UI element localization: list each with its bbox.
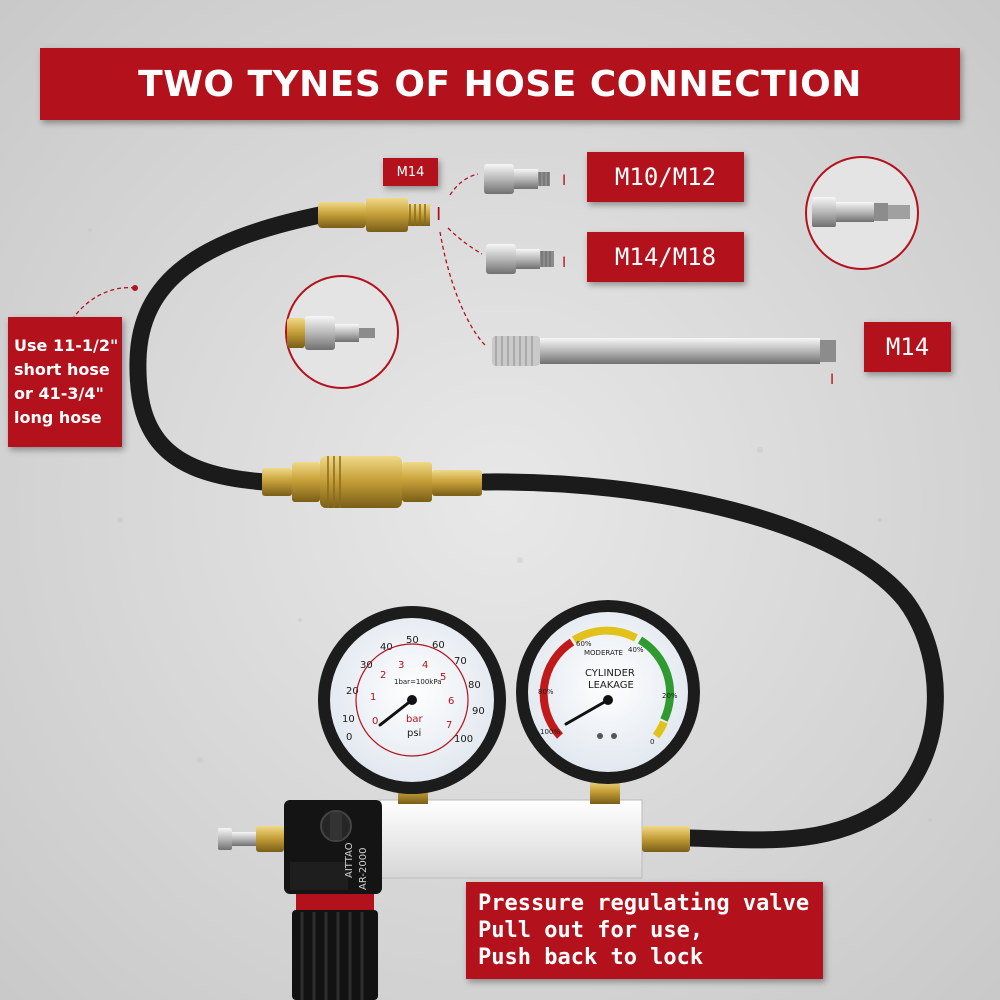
leakage-scale-60: 60%: [576, 640, 592, 648]
svg-text:I: I: [436, 204, 441, 225]
pressure-outer-scale-50: 50: [406, 635, 419, 646]
cylinder-leakage-gauge: MODERATE 100% 80% 60% 40% 20% 0 CYLINDER…: [516, 600, 700, 784]
leakage-caption-2: LEAKAGE: [588, 680, 634, 691]
valve-note-line-2: Pull out for use,: [478, 918, 704, 943]
pressure-inner-scale-7: 7: [446, 720, 452, 731]
pressure-outer-scale-70: 70: [454, 656, 467, 667]
leakage-scale-20: 20%: [662, 692, 678, 700]
air-inlet-plug: [218, 826, 284, 852]
pressure-outer-scale-60: 60: [432, 640, 445, 651]
regulator-brand: AITTAO: [344, 842, 355, 878]
pressure-gauge: 0 10 20 30 40 50 60 70 80 90 100 0 1 2 3…: [318, 606, 506, 794]
valve-note-line-1: Pressure regulating valve: [478, 891, 810, 916]
pressure-outer-scale-100: 100: [454, 734, 473, 745]
hose-note-line-3: or 41-3/4": [14, 384, 104, 403]
pressure-gauge-caption: 1bar=100kPa: [394, 678, 442, 686]
pressure-outer-scale-30: 30: [360, 660, 373, 671]
pressure-inner-scale-0: 0: [372, 716, 378, 727]
leakage-needle: [564, 698, 610, 726]
m10-m12-adapter: [484, 164, 550, 194]
leakage-zone-label: MODERATE: [584, 649, 623, 657]
quick-coupler: [262, 456, 482, 508]
leakage-gauge-stem: [590, 780, 620, 804]
leakage-scale-80: 80%: [538, 688, 554, 696]
leakage-caption-1: CYLINDER: [585, 668, 635, 679]
pressure-outer-scale-10: 10: [342, 714, 355, 725]
regulator-model: AR-2000: [358, 848, 369, 890]
pressure-inner-scale-3: 3: [398, 660, 404, 671]
hose-marker-dot: [132, 285, 138, 291]
pressure-inner-scale-4: 4: [422, 660, 428, 671]
m14-extension-rod: [492, 336, 836, 366]
hose-length-note: Use 11-1/2" short hose or 41-3/4" long h…: [8, 317, 122, 447]
pressure-inner-scale-2: 2: [380, 670, 386, 681]
hose-note-line-4: long hose: [14, 408, 102, 427]
valve-instruction-note: Pressure regulating valve Pull out for u…: [466, 882, 823, 979]
pressure-inner-scale-5: 5: [440, 672, 446, 683]
adapter-detail-circle: [805, 156, 919, 270]
pressure-needle: [378, 698, 414, 727]
gauge-manifold: [379, 799, 643, 879]
hose-note-line-1: Use 11-1/2": [14, 336, 119, 355]
svg-text:I: I: [562, 255, 566, 271]
pressure-regulator: AITTAO AR-2000: [284, 800, 382, 1000]
pressure-inner-scale-1: 1: [370, 692, 376, 703]
pressure-outer-scale-0: 0: [346, 732, 352, 743]
hose-note-line-2: short hose: [14, 360, 110, 379]
m14-fitting-label: M14: [383, 158, 438, 186]
leakage-scale-40: 40%: [628, 646, 644, 654]
m10-m12-label: M10/M12: [587, 152, 744, 202]
pressure-unit-psi: psi: [407, 728, 421, 739]
svg-text:I: I: [562, 173, 566, 189]
leakage-scale-100: 100%: [540, 728, 560, 736]
svg-text:I: I: [830, 372, 834, 388]
m14-m18-label: M14/M18: [587, 232, 744, 282]
hose-end-fitting: [642, 826, 690, 852]
pressure-outer-scale-40: 40: [380, 642, 393, 653]
pressure-outer-scale-20: 20: [346, 686, 359, 697]
quick-coupler-detail-circle: [285, 275, 399, 389]
pressure-outer-scale-90: 90: [472, 706, 485, 717]
long-hose: [476, 473, 944, 849]
pressure-inner-scale-6: 6: [448, 696, 454, 707]
guide-lines: [71, 173, 486, 346]
short-hose: [129, 206, 329, 491]
m14-hose-fitting: [318, 198, 430, 232]
m14-extension-label: M14: [864, 322, 951, 372]
page-title: TWO TYNES OF HOSE CONNECTION: [40, 48, 960, 120]
valve-note-line-3: Push back to lock: [478, 945, 704, 970]
m14-m18-adapter: [486, 244, 554, 274]
leakage-scale-0: 0: [650, 738, 654, 746]
pressure-outer-scale-80: 80: [468, 680, 481, 691]
pressure-unit-bar: bar: [406, 714, 423, 725]
